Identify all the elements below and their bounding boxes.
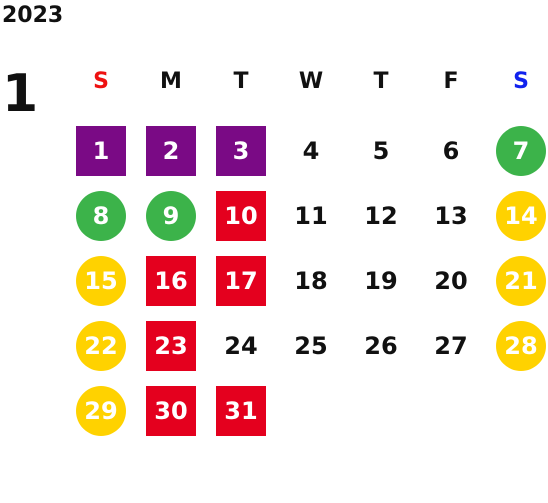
day-cell: 14 <box>486 183 548 248</box>
weekday-label: W <box>298 68 324 94</box>
day-number: 9 <box>146 190 196 241</box>
day-number: 31 <box>216 385 266 436</box>
day-cell: 17 <box>206 248 276 313</box>
day-number: 3 <box>216 125 266 176</box>
day-number: 24 <box>224 331 258 360</box>
day-cell: 10 <box>206 183 276 248</box>
day-number: 20 <box>434 266 468 295</box>
weekday-label: T <box>233 68 249 94</box>
day-cell: 6 <box>416 118 486 183</box>
day-cell: 30 <box>136 378 206 443</box>
day-number: 26 <box>364 331 398 360</box>
day-number: 6 <box>442 136 460 165</box>
day-number: 13 <box>434 201 468 230</box>
day-cell: 21 <box>486 248 548 313</box>
day-cell: 4 <box>276 118 346 183</box>
day-cell: 28 <box>486 313 548 378</box>
day-cell: 9 <box>136 183 206 248</box>
day-number: 19 <box>364 266 398 295</box>
day-cell: 31 <box>206 378 276 443</box>
day-number: 17 <box>216 255 266 306</box>
day-cell: 29 <box>66 378 136 443</box>
day-number: 15 <box>76 255 126 306</box>
day-number: 8 <box>76 190 126 241</box>
day-number: 7 <box>496 125 546 176</box>
day-cell: 25 <box>276 313 346 378</box>
day-number: 2 <box>146 125 196 176</box>
day-cell: 15 <box>66 248 136 313</box>
day-cell: 5 <box>346 118 416 183</box>
day-number: 18 <box>294 266 328 295</box>
day-cell: 27 <box>416 313 486 378</box>
day-number: 21 <box>496 255 546 306</box>
day-cell: 24 <box>206 313 276 378</box>
day-cell: 7 <box>486 118 548 183</box>
day-number: 16 <box>146 255 196 306</box>
day-number: 10 <box>216 190 266 241</box>
day-cell: 23 <box>136 313 206 378</box>
day-cell: 12 <box>346 183 416 248</box>
day-number: 25 <box>294 331 328 360</box>
day-cell: 13 <box>416 183 486 248</box>
day-cell: 11 <box>276 183 346 248</box>
day-number: 22 <box>76 320 126 371</box>
year-label: 2023 <box>2 3 64 28</box>
day-number: 28 <box>496 320 546 371</box>
weekday-label: S <box>93 68 109 94</box>
day-cell: 3 <box>206 118 276 183</box>
day-cell: 1 <box>66 118 136 183</box>
day-cell: 18 <box>276 248 346 313</box>
day-cell: 19 <box>346 248 416 313</box>
month-number: 1 <box>2 64 39 124</box>
day-cell: 2 <box>136 118 206 183</box>
day-number: 11 <box>294 201 328 230</box>
weekday-label: S <box>513 68 529 94</box>
day-number: 27 <box>434 331 468 360</box>
weekday-label: F <box>443 68 459 94</box>
weekday-label: M <box>160 68 182 94</box>
day-number: 23 <box>146 320 196 371</box>
day-number: 4 <box>302 136 320 165</box>
day-cell: 8 <box>66 183 136 248</box>
day-cell: 26 <box>346 313 416 378</box>
day-cell: 16 <box>136 248 206 313</box>
weekday-label: T <box>373 68 389 94</box>
day-number: 1 <box>76 125 126 176</box>
day-number: 30 <box>146 385 196 436</box>
day-cell: 20 <box>416 248 486 313</box>
day-number: 5 <box>372 136 390 165</box>
day-number: 14 <box>496 190 546 241</box>
day-number: 29 <box>76 385 126 436</box>
day-cell: 22 <box>66 313 136 378</box>
day-number: 12 <box>364 201 398 230</box>
